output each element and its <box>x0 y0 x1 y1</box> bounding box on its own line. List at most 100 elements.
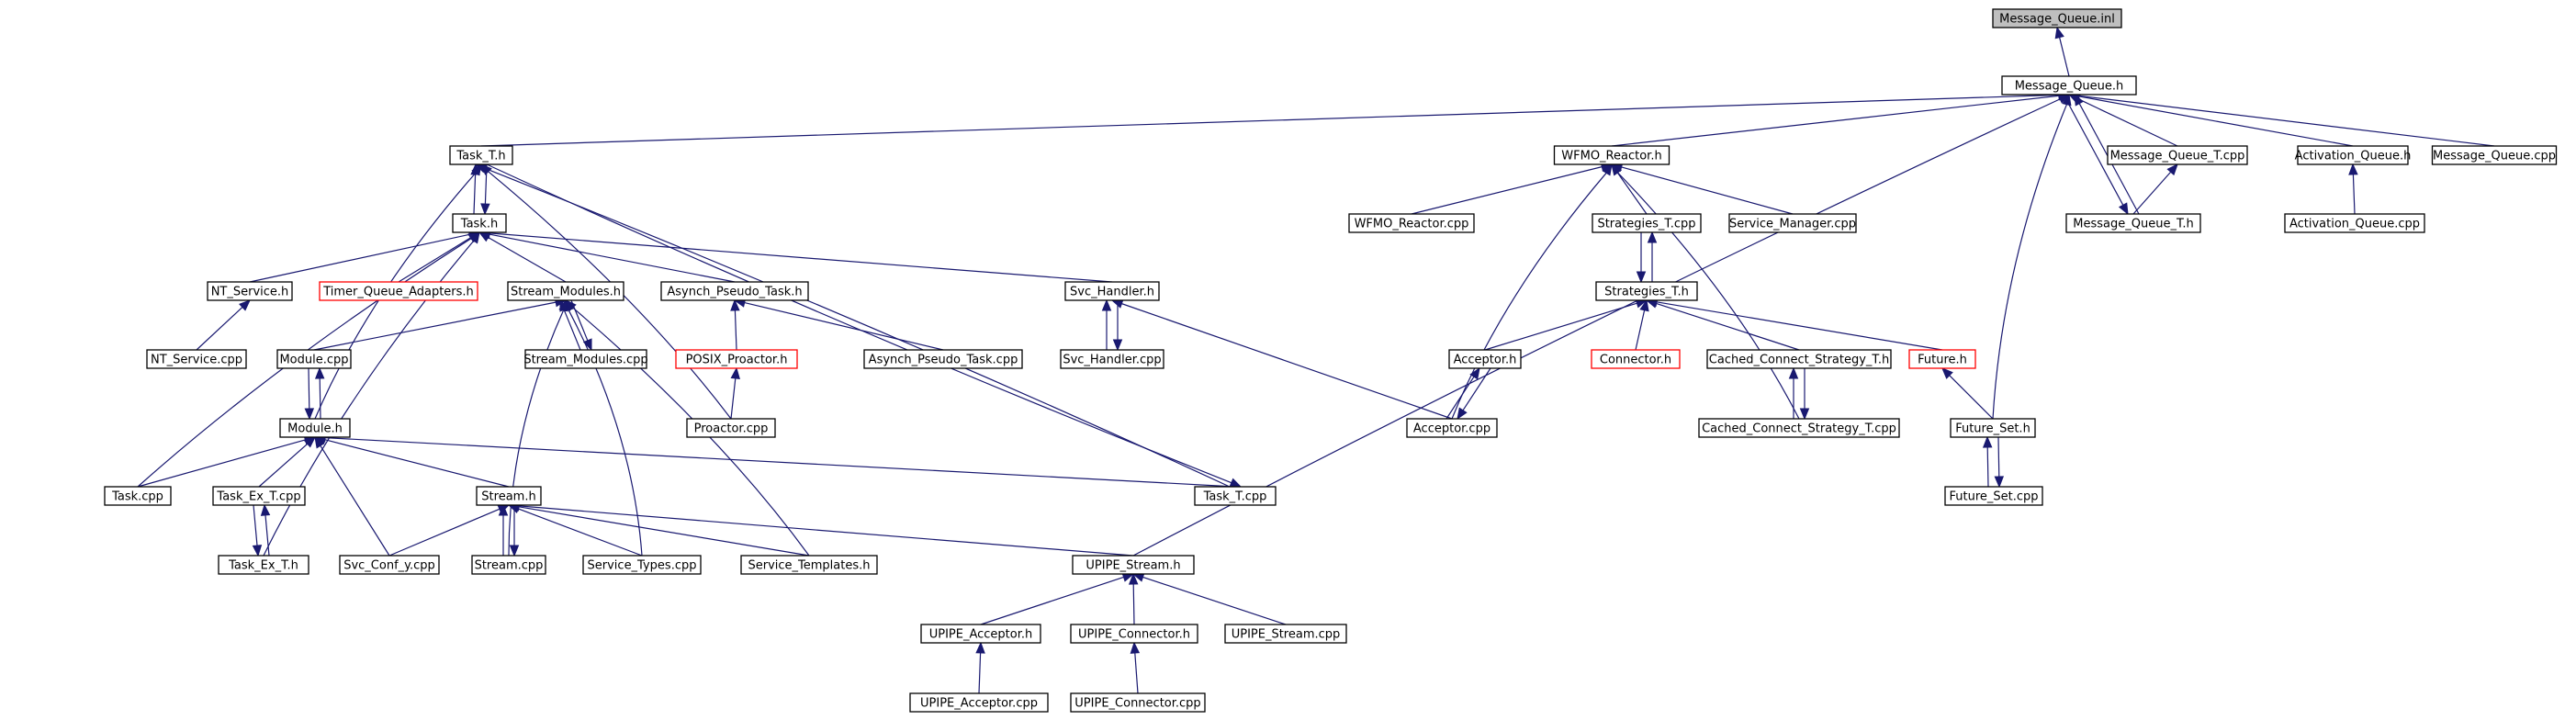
edge-svc-conf-y-cpp-to-stream-h <box>388 504 511 557</box>
node-label: Module.h <box>287 422 343 436</box>
node-acceptor-h[interactable]: Acceptor.h <box>1448 349 1522 369</box>
node-upipe-acceptor-cpp[interactable]: UPIPE_Acceptor.cpp <box>909 692 1049 713</box>
node-upipe-connector-cpp[interactable]: UPIPE_Connector.cpp <box>1070 692 1206 713</box>
node-stream-modules-h[interactable]: Stream_Modules.h <box>507 281 624 301</box>
node-stream-h[interactable]: Stream.h <box>476 486 542 506</box>
edge-stream-h-to-stream-cpp <box>509 505 520 557</box>
node-asynch-pseudo-task-h[interactable]: Asynch_Pseudo_Task.h <box>660 281 809 301</box>
node-label: Task.h <box>460 218 498 231</box>
edge-task-ex-t-h-to-task-ex-t-cpp <box>260 503 271 557</box>
node-message-queue-t-cpp[interactable]: Message_Queue_T.cpp <box>2107 145 2248 165</box>
node-label: Message_Queue.inl <box>1999 13 2115 27</box>
node-activation-queue-h[interactable]: Activation_Queue.h <box>2295 145 2412 165</box>
edge-upipe-connector-cpp-to-upipe-connector-h <box>1130 641 1141 694</box>
edge-cached-connect-strategy-t-h-to-strategies-t-h <box>1645 298 1800 351</box>
node-cached-connect-strategy-t-cpp[interactable]: Cached_Connect_Strategy_T.cpp <box>1698 418 1900 438</box>
node-svc-handler-h[interactable]: Svc_Handler.h <box>1064 281 1160 301</box>
node-connector-h[interactable]: Connector.h <box>1591 349 1681 369</box>
edge-activation-queue-h-to-message-queue-h <box>2067 91 2354 147</box>
node-upipe-connector-h[interactable]: UPIPE_Connector.h <box>1070 624 1198 644</box>
edge-wfmo-reactor-cpp-to-wfmo-reactor-h <box>1411 162 1614 215</box>
edge-asynch-pseudo-task-h-to-task-h <box>478 230 736 283</box>
node-label: Activation_Queue.cpp <box>2289 218 2420 231</box>
node-message-queue-h[interactable]: Message_Queue.h <box>2001 75 2137 96</box>
edge-message-queue-h-to-message-queue-t-h <box>2063 94 2129 216</box>
edge-upipe-acceptor-h-to-upipe-stream-h <box>980 572 1135 625</box>
edge-module-h-to-module-cpp <box>314 366 325 420</box>
node-module-cpp[interactable]: Module.cpp <box>276 349 352 369</box>
node-future-set-cpp[interactable]: Future_Set.cpp <box>1944 486 2043 506</box>
node-nt-service-h[interactable]: NT_Service.h <box>207 281 293 301</box>
edge-upipe-acceptor-cpp-to-upipe-acceptor-h <box>975 641 985 694</box>
node-posix-proactor-h[interactable]: POSIX_Proactor.h <box>675 349 798 369</box>
node-label: Task.cpp <box>111 490 163 504</box>
edge-future-set-h-to-future-set-cpp <box>1994 436 2005 489</box>
edge-nt-service-h-to-task-h <box>249 230 481 283</box>
edge-upipe-stream-cpp-to-upipe-stream-h <box>1131 572 1287 625</box>
node-wfmo-reactor-cpp[interactable]: WFMO_Reactor.cpp <box>1348 213 1475 233</box>
node-svc-handler-cpp[interactable]: Svc_Handler.cpp <box>1060 349 1164 369</box>
edge-message-queue-cpp-to-message-queue-h <box>2067 91 2495 147</box>
node-task-cpp[interactable]: Task.cpp <box>104 486 172 506</box>
node-proactor-cpp[interactable]: Proactor.cpp <box>686 418 776 438</box>
node-label: Message_Queue.h <box>2015 80 2124 94</box>
node-label: NT_Service.h <box>211 286 289 299</box>
edge-task-ex-t-cpp-to-module-h <box>258 436 316 488</box>
node-message-queue-inl[interactable]: Message_Queue.inl <box>1992 8 2122 28</box>
node-label: Stream_Modules.h <box>511 286 621 299</box>
node-future-set-h[interactable]: Future_Set.h <box>1950 418 2036 438</box>
node-svc-conf-y-cpp[interactable]: Svc_Conf_y.cpp <box>339 555 440 575</box>
edge-acceptor-cpp-to-acceptor-h <box>1445 366 1480 420</box>
node-task-h[interactable]: Task.h <box>452 213 507 233</box>
node-label: Service_Types.cpp <box>588 559 697 573</box>
node-label: Task_T.cpp <box>1203 490 1267 504</box>
node-label: Svc_Handler.cpp <box>1063 354 1161 367</box>
edge-module-cpp-to-module-h <box>304 367 315 421</box>
edge-stream-modules-h-to-stream-modules-cpp <box>570 299 592 352</box>
node-cached-connect-strategy-t-h[interactable]: Cached_Connect_Strategy_T.h <box>1706 349 1892 369</box>
edge-module-cpp-to-stream-modules-h <box>313 298 568 351</box>
edge-proactor-cpp-to-posix-proactor-h <box>730 366 740 420</box>
edge-strategies-t-cpp-to-strategies-t-h <box>1636 232 1647 284</box>
node-upipe-acceptor-h[interactable]: UPIPE_Acceptor.h <box>920 624 1041 644</box>
node-activation-queue-cpp[interactable]: Activation_Queue.cpp <box>2284 213 2425 233</box>
edge-stream-h-to-module-h <box>313 434 510 488</box>
node-strategies-t-cpp[interactable]: Strategies_T.cpp <box>1592 213 1702 233</box>
edge-acceptor-h-to-acceptor-cpp <box>1457 367 1491 421</box>
node-message-queue-t-h[interactable]: Message_Queue_T.h <box>2065 213 2201 233</box>
edge-message-queue-h-to-message-queue-inl <box>2054 26 2070 77</box>
node-service-types-cpp[interactable]: Service_Types.cpp <box>582 555 702 575</box>
node-future-h[interactable]: Future.h <box>1908 349 1976 369</box>
node-label: Service_Manager.cpp <box>1729 218 1856 231</box>
node-task-t-cpp[interactable]: Task_T.cpp <box>1194 486 1277 506</box>
node-module-h[interactable]: Module.h <box>279 418 351 438</box>
node-label: UPIPE_Stream.h <box>1086 559 1180 573</box>
node-label: Future_Set.cpp <box>1949 490 2038 504</box>
node-label: Task_Ex_T.cpp <box>216 490 300 504</box>
node-label: Acceptor.cpp <box>1413 422 1490 436</box>
edge-task-t-cpp-to-module-h <box>313 433 1236 488</box>
node-asynch-pseudo-task-cpp[interactable]: Asynch_Pseudo_Task.cpp <box>863 349 1023 369</box>
node-acceptor-cpp[interactable]: Acceptor.cpp <box>1406 418 1498 438</box>
edge-svc-handler-cpp-to-svc-handler-h <box>1101 298 1112 351</box>
node-label: Stream.h <box>481 490 535 504</box>
node-timer-queue-adapters-h[interactable]: Timer_Queue_Adapters.h <box>319 281 478 301</box>
node-task-t-h[interactable]: Task_T.h <box>449 145 513 165</box>
node-label: Message_Queue_T.cpp <box>2110 150 2245 163</box>
node-task-ex-t-h[interactable]: Task_Ex_T.h <box>218 555 309 575</box>
node-label: Module.cpp <box>279 354 348 367</box>
node-upipe-stream-h[interactable]: UPIPE_Stream.h <box>1072 555 1195 575</box>
node-task-ex-t-cpp[interactable]: Task_Ex_T.cpp <box>212 486 306 506</box>
node-nt-service-cpp[interactable]: NT_Service.cpp <box>146 349 247 369</box>
node-label: WFMO_Reactor.h <box>1561 150 1661 163</box>
node-message-queue-cpp[interactable]: Message_Queue.cpp <box>2431 145 2558 165</box>
node-stream-modules-cpp[interactable]: Stream_Modules.cpp <box>523 349 648 369</box>
node-strategies-t-h[interactable]: Strategies_T.h <box>1595 281 1698 301</box>
node-stream-cpp[interactable]: Stream.cpp <box>471 555 546 575</box>
node-service-templates-h[interactable]: Service_Templates.h <box>740 555 878 575</box>
node-wfmo-reactor-h[interactable]: WFMO_Reactor.h <box>1553 145 1670 165</box>
node-label: Svc_Conf_y.cpp <box>343 559 435 573</box>
node-upipe-stream-cpp[interactable]: UPIPE_Stream.cpp <box>1224 624 1347 644</box>
node-service-manager-cpp[interactable]: Service_Manager.cpp <box>1728 213 1857 233</box>
edge-cached-connect-strategy-t-h-to-cached-connect-strategy-t-cpp <box>1799 367 1810 421</box>
